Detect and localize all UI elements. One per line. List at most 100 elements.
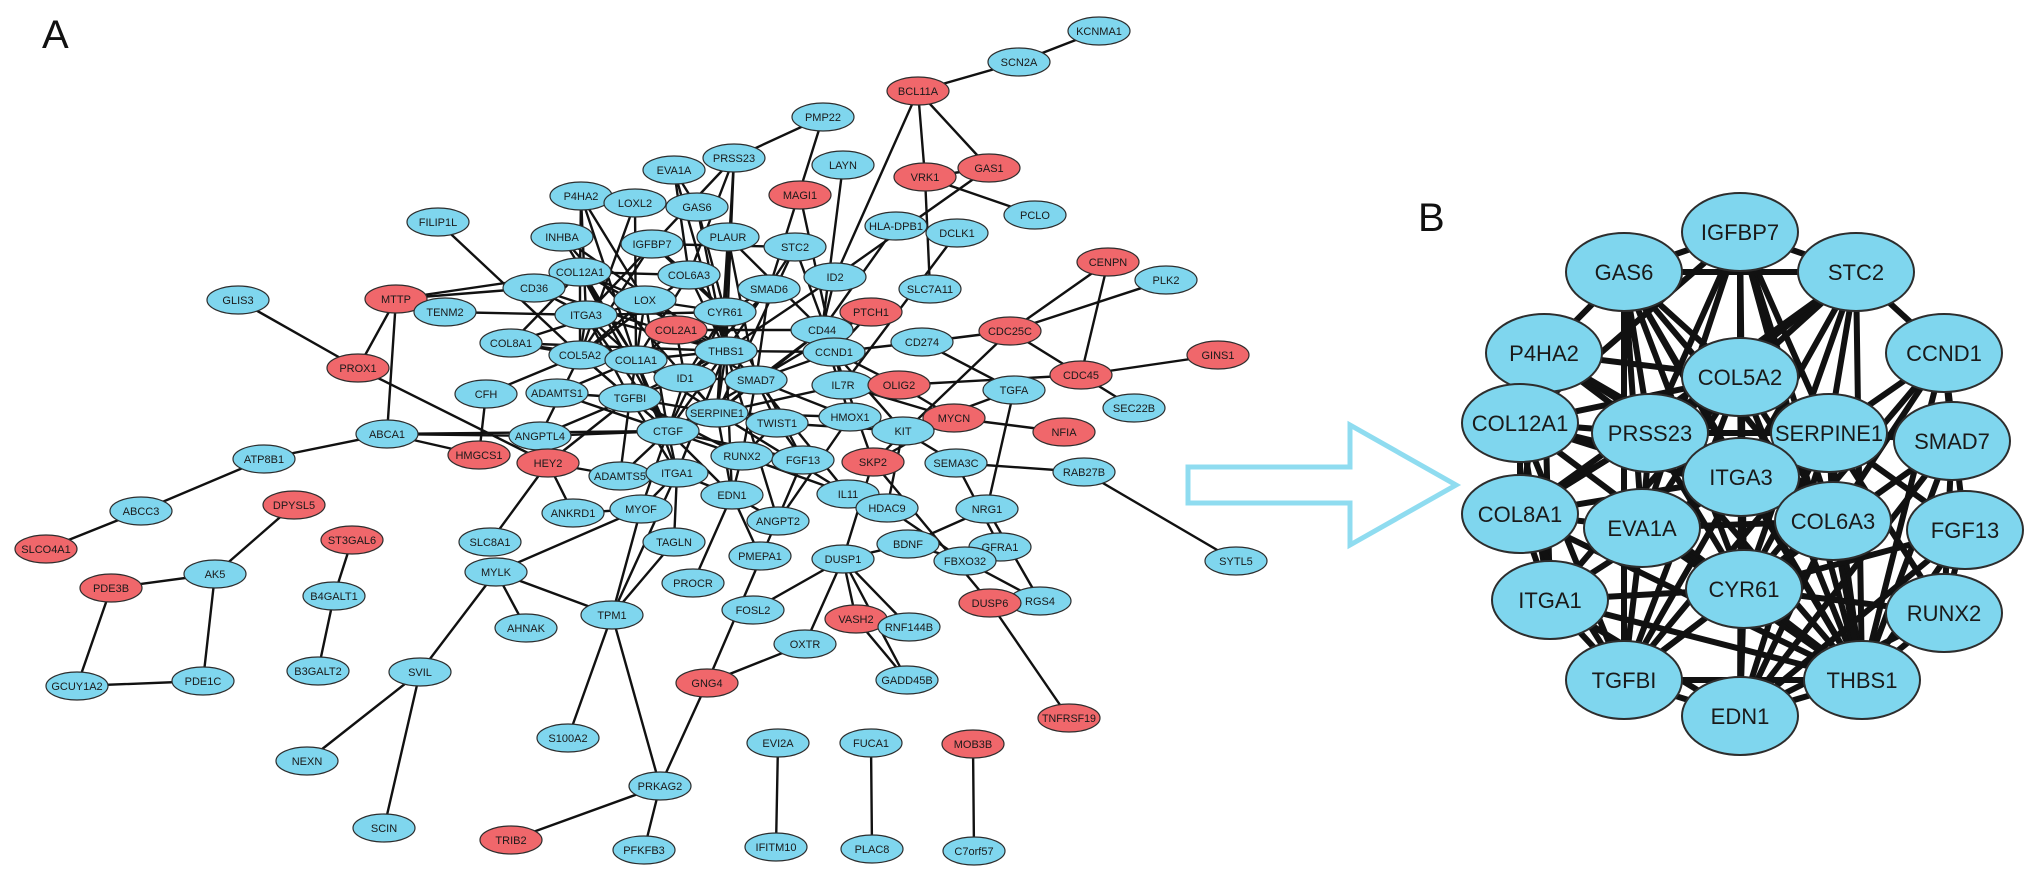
node-a-itga3: ITGA3: [554, 300, 618, 330]
node-shape: [1461, 474, 1579, 554]
node-label: KIT: [894, 426, 911, 438]
node-label: VRK1: [911, 172, 940, 184]
node-shape: [653, 363, 717, 393]
node-label: LOXL2: [618, 198, 652, 210]
node-label: ADAMTS5: [594, 471, 646, 483]
node-shape: [724, 365, 788, 395]
node-shape: [693, 297, 757, 327]
node-label: ANGPTL4: [515, 431, 565, 443]
node-shape: [604, 345, 668, 375]
node-shape: [454, 379, 518, 409]
node-shape: [978, 316, 1042, 346]
edge-a-tpm1-prkag2: [610, 613, 662, 788]
node-shape: [721, 595, 785, 625]
node-a-pmp22: PMP22: [791, 102, 855, 132]
node-label: COL5A2: [559, 350, 601, 362]
node-a-gadd45b: GADD45B: [875, 665, 939, 695]
node-label: IGFBP7: [632, 239, 671, 251]
node-a-dusp6: DUSP6: [958, 588, 1022, 618]
node-shape: [768, 180, 832, 210]
node-a-angptl4: ANGPTL4: [508, 421, 572, 451]
node-label: S100A2: [548, 733, 587, 745]
node-a-rab27b: RAB27B: [1052, 457, 1116, 487]
node-a-abca1: ABCA1: [355, 419, 419, 449]
node-shape: [982, 375, 1046, 405]
node-a-fosl2: FOSL2: [721, 595, 785, 625]
node-label: THBS1: [1827, 668, 1898, 693]
node-a-mycn: MYCN: [922, 403, 986, 433]
node-shape: [613, 285, 677, 315]
node-shape: [1186, 340, 1250, 370]
node-label: AHNAK: [507, 623, 546, 635]
node-a-mob3b: MOB3B: [941, 729, 1005, 759]
node-b-serpine1: SERPINE1: [1770, 393, 1888, 473]
node-a-gas6: GAS6: [665, 192, 729, 222]
node-a-stc2: STC2: [763, 232, 827, 262]
node-a-c7orf57: C7orf57: [942, 836, 1006, 866]
node-label: SCIN: [371, 823, 397, 835]
edge-a-ak5-pde1c: [201, 572, 217, 683]
node-label: ADAMTS1: [531, 388, 583, 400]
node-b-col12a1: COL12A1: [1461, 383, 1579, 463]
node-label: SVIL: [408, 667, 432, 679]
node-a-plaur: PLAUR: [696, 222, 760, 252]
node-label: TWIST1: [757, 418, 797, 430]
node-a-runx2: RUNX2: [710, 441, 774, 471]
node-a-id1: ID1: [653, 363, 717, 393]
node-label: COL2A1: [655, 325, 697, 337]
node-shape: [355, 419, 419, 449]
node-a-rgs4: RGS4: [1008, 586, 1072, 616]
node-shape: [494, 613, 558, 643]
node-label: SKP2: [859, 457, 887, 469]
node-a-gas1: GAS1: [957, 153, 1021, 183]
node-a-col1a1: COL1A1: [604, 345, 668, 375]
node-a-thbs1: THBS1: [694, 336, 758, 366]
node-shape: [957, 153, 1021, 183]
node-label: CYR61: [707, 307, 742, 319]
node-a-evi2a: EVI2A: [746, 728, 810, 758]
node-shape: [1681, 192, 1799, 272]
node-label: PLAC8: [855, 844, 890, 856]
node-b-eva1a: EVA1A: [1583, 488, 1701, 568]
node-shape: [645, 458, 709, 488]
node-shape: [636, 416, 700, 446]
node-shape: [554, 300, 618, 330]
node-b-tgfbi: TGFBI: [1565, 640, 1683, 720]
node-shape: [696, 222, 760, 252]
node-label: FILIP1L: [419, 217, 458, 229]
node-label: CD36: [520, 283, 548, 295]
node-shape: [773, 629, 837, 659]
node-shape: [286, 656, 350, 686]
node-label: PROX1: [339, 363, 376, 375]
node-a-skp2: SKP2: [841, 447, 905, 477]
node-shape: [745, 408, 809, 438]
node-shape: [502, 273, 566, 303]
node-shape: [933, 546, 997, 576]
node-label: P4HA2: [1509, 341, 1579, 366]
node-shape: [171, 666, 235, 696]
node-shape: [525, 378, 589, 408]
node-a-cdc25c: CDC25C: [978, 316, 1042, 346]
node-label: NRG1: [972, 504, 1003, 516]
node-label: TGFBI: [614, 393, 646, 405]
node-shape: [603, 188, 667, 218]
node-label: AK5: [205, 569, 226, 581]
node-shape: [893, 162, 957, 192]
node-label: OLIG2: [883, 380, 915, 392]
node-shape: [1681, 337, 1799, 417]
node-a-nrg1: NRG1: [955, 494, 1019, 524]
node-label: COL6A3: [1791, 509, 1875, 534]
node-a-nexn: NEXN: [275, 746, 339, 776]
node-a-cenpn: CENPN: [1076, 247, 1140, 277]
node-label: STC2: [1828, 260, 1884, 285]
node-label: HMOX1: [830, 412, 869, 424]
node-label: FUCA1: [853, 738, 889, 750]
node-label: CFH: [475, 389, 498, 401]
node-a-mttp: MTTP: [364, 284, 428, 314]
node-label: TENM2: [426, 307, 463, 319]
node-a-plk2: PLK2: [1134, 265, 1198, 295]
node-shape: [1893, 401, 2011, 481]
node-a-st3gal6: ST3GAL6: [320, 525, 384, 555]
panel-label-b: B: [1418, 196, 1445, 240]
